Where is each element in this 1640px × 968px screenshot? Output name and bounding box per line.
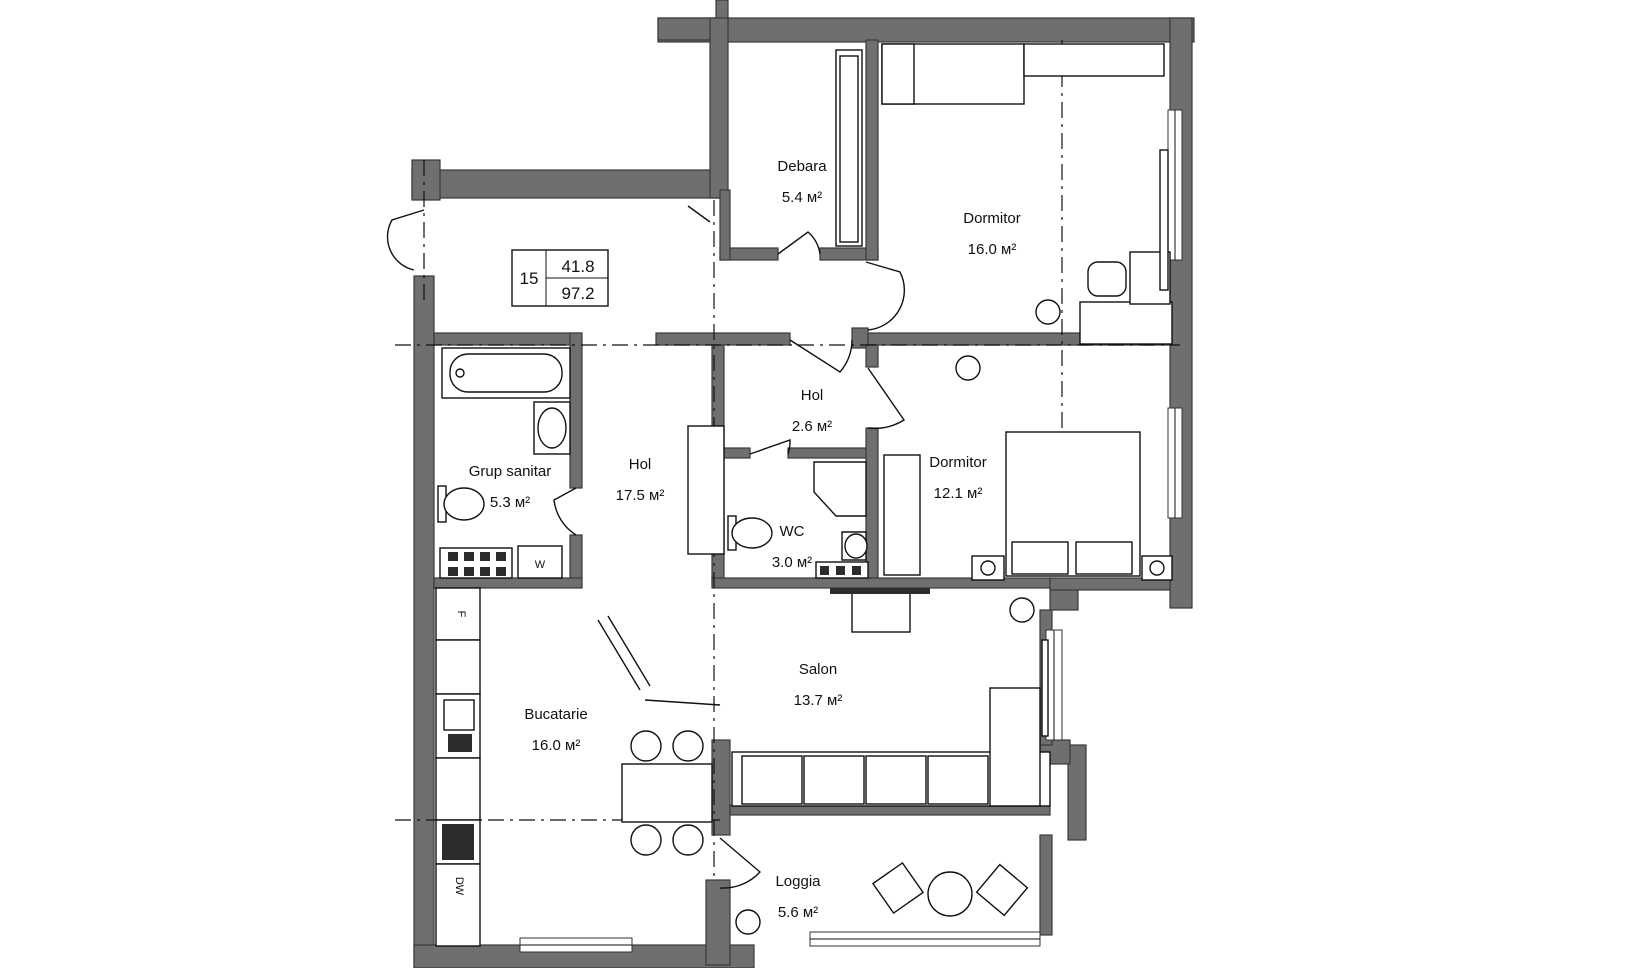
unit-number: 15 [520, 269, 539, 288]
room-wc-name: WC [780, 523, 805, 540]
living-area: 41.8 [561, 257, 594, 276]
room-salon-area: 13.7 м² [794, 692, 843, 709]
total-area: 97.2 [561, 284, 594, 303]
room-grup-sanitar-name: Grup sanitar [469, 463, 552, 480]
unit-badge: 15 41.8 97.2 [511, 249, 609, 307]
furniture [435, 43, 1173, 947]
room-labels: Debara 5.4 м² Dormitor 16.0 м² Hol 2.6 м… [469, 158, 1021, 921]
room-loggia-name: Loggia [775, 873, 821, 890]
room-grup-sanitar-area: 5.3 м² [490, 494, 530, 511]
room-salon-name: Salon [799, 661, 837, 678]
room-dormitor2-area: 12.1 м² [934, 485, 983, 502]
room-debara-area: 5.4 м² [782, 189, 822, 206]
room-hol-small-area: 2.6 м² [792, 418, 832, 435]
room-hol-main-area: 17.5 м² [616, 487, 665, 504]
room-dormitor2-name: Dormitor [929, 454, 987, 471]
room-hol-small-name: Hol [801, 387, 824, 404]
doors [386, 205, 906, 889]
room-wc-area: 3.0 м² [772, 554, 812, 571]
windows [519, 109, 1183, 953]
room-debara-name: Debara [777, 158, 827, 175]
room-loggia-area: 5.6 м² [778, 904, 818, 921]
washer-label: W [535, 559, 546, 571]
room-bucatarie-area: 16.0 м² [532, 737, 581, 754]
room-dormitor1-name: Dormitor [963, 210, 1021, 227]
room-hol-main-name: Hol [629, 456, 652, 473]
fridge-label: F [455, 611, 467, 618]
appliance-labels: W F DW [453, 559, 546, 896]
room-dormitor1-area: 16.0 м² [968, 241, 1017, 258]
dishwasher-label: DW [453, 877, 465, 896]
room-bucatarie-name: Bucatarie [524, 706, 587, 723]
